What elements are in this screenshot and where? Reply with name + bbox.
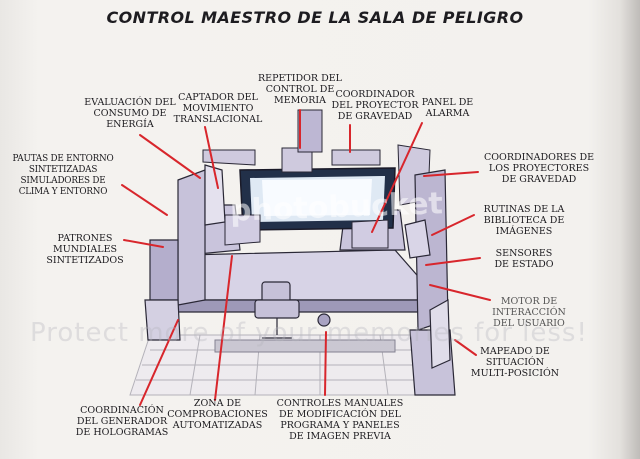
leader-patrones bbox=[123, 239, 164, 248]
leader-lines bbox=[121, 109, 491, 406]
leader-mapeado bbox=[454, 339, 477, 356]
left-tower bbox=[144, 164, 226, 341]
desk-blocks bbox=[224, 214, 389, 249]
leader-zona bbox=[214, 255, 233, 401]
main-screen bbox=[239, 167, 396, 231]
leader-motor bbox=[429, 284, 491, 301]
floor-grid bbox=[129, 334, 441, 396]
leader-pautas bbox=[121, 184, 168, 216]
diagram-title: CONTROL MAESTRO DE LA SALA DE PELIGRO bbox=[106, 8, 524, 27]
leader-panel-alarma bbox=[371, 122, 423, 233]
protect-watermark: Protect more of your memories for less! bbox=[30, 318, 588, 348]
leader-captador bbox=[204, 126, 219, 189]
right-tower bbox=[404, 169, 456, 396]
operator-chair bbox=[254, 281, 331, 339]
leader-coordinadores-proyectores bbox=[423, 171, 479, 177]
photobucket-watermark: photobucket bbox=[229, 186, 444, 229]
page-gutter-shadow bbox=[620, 0, 640, 459]
leader-controles bbox=[324, 331, 327, 396]
leader-rutinas bbox=[431, 214, 475, 236]
leader-sensores bbox=[425, 257, 481, 266]
leader-hologramas bbox=[139, 319, 179, 406]
leader-evaluacion bbox=[139, 134, 201, 179]
